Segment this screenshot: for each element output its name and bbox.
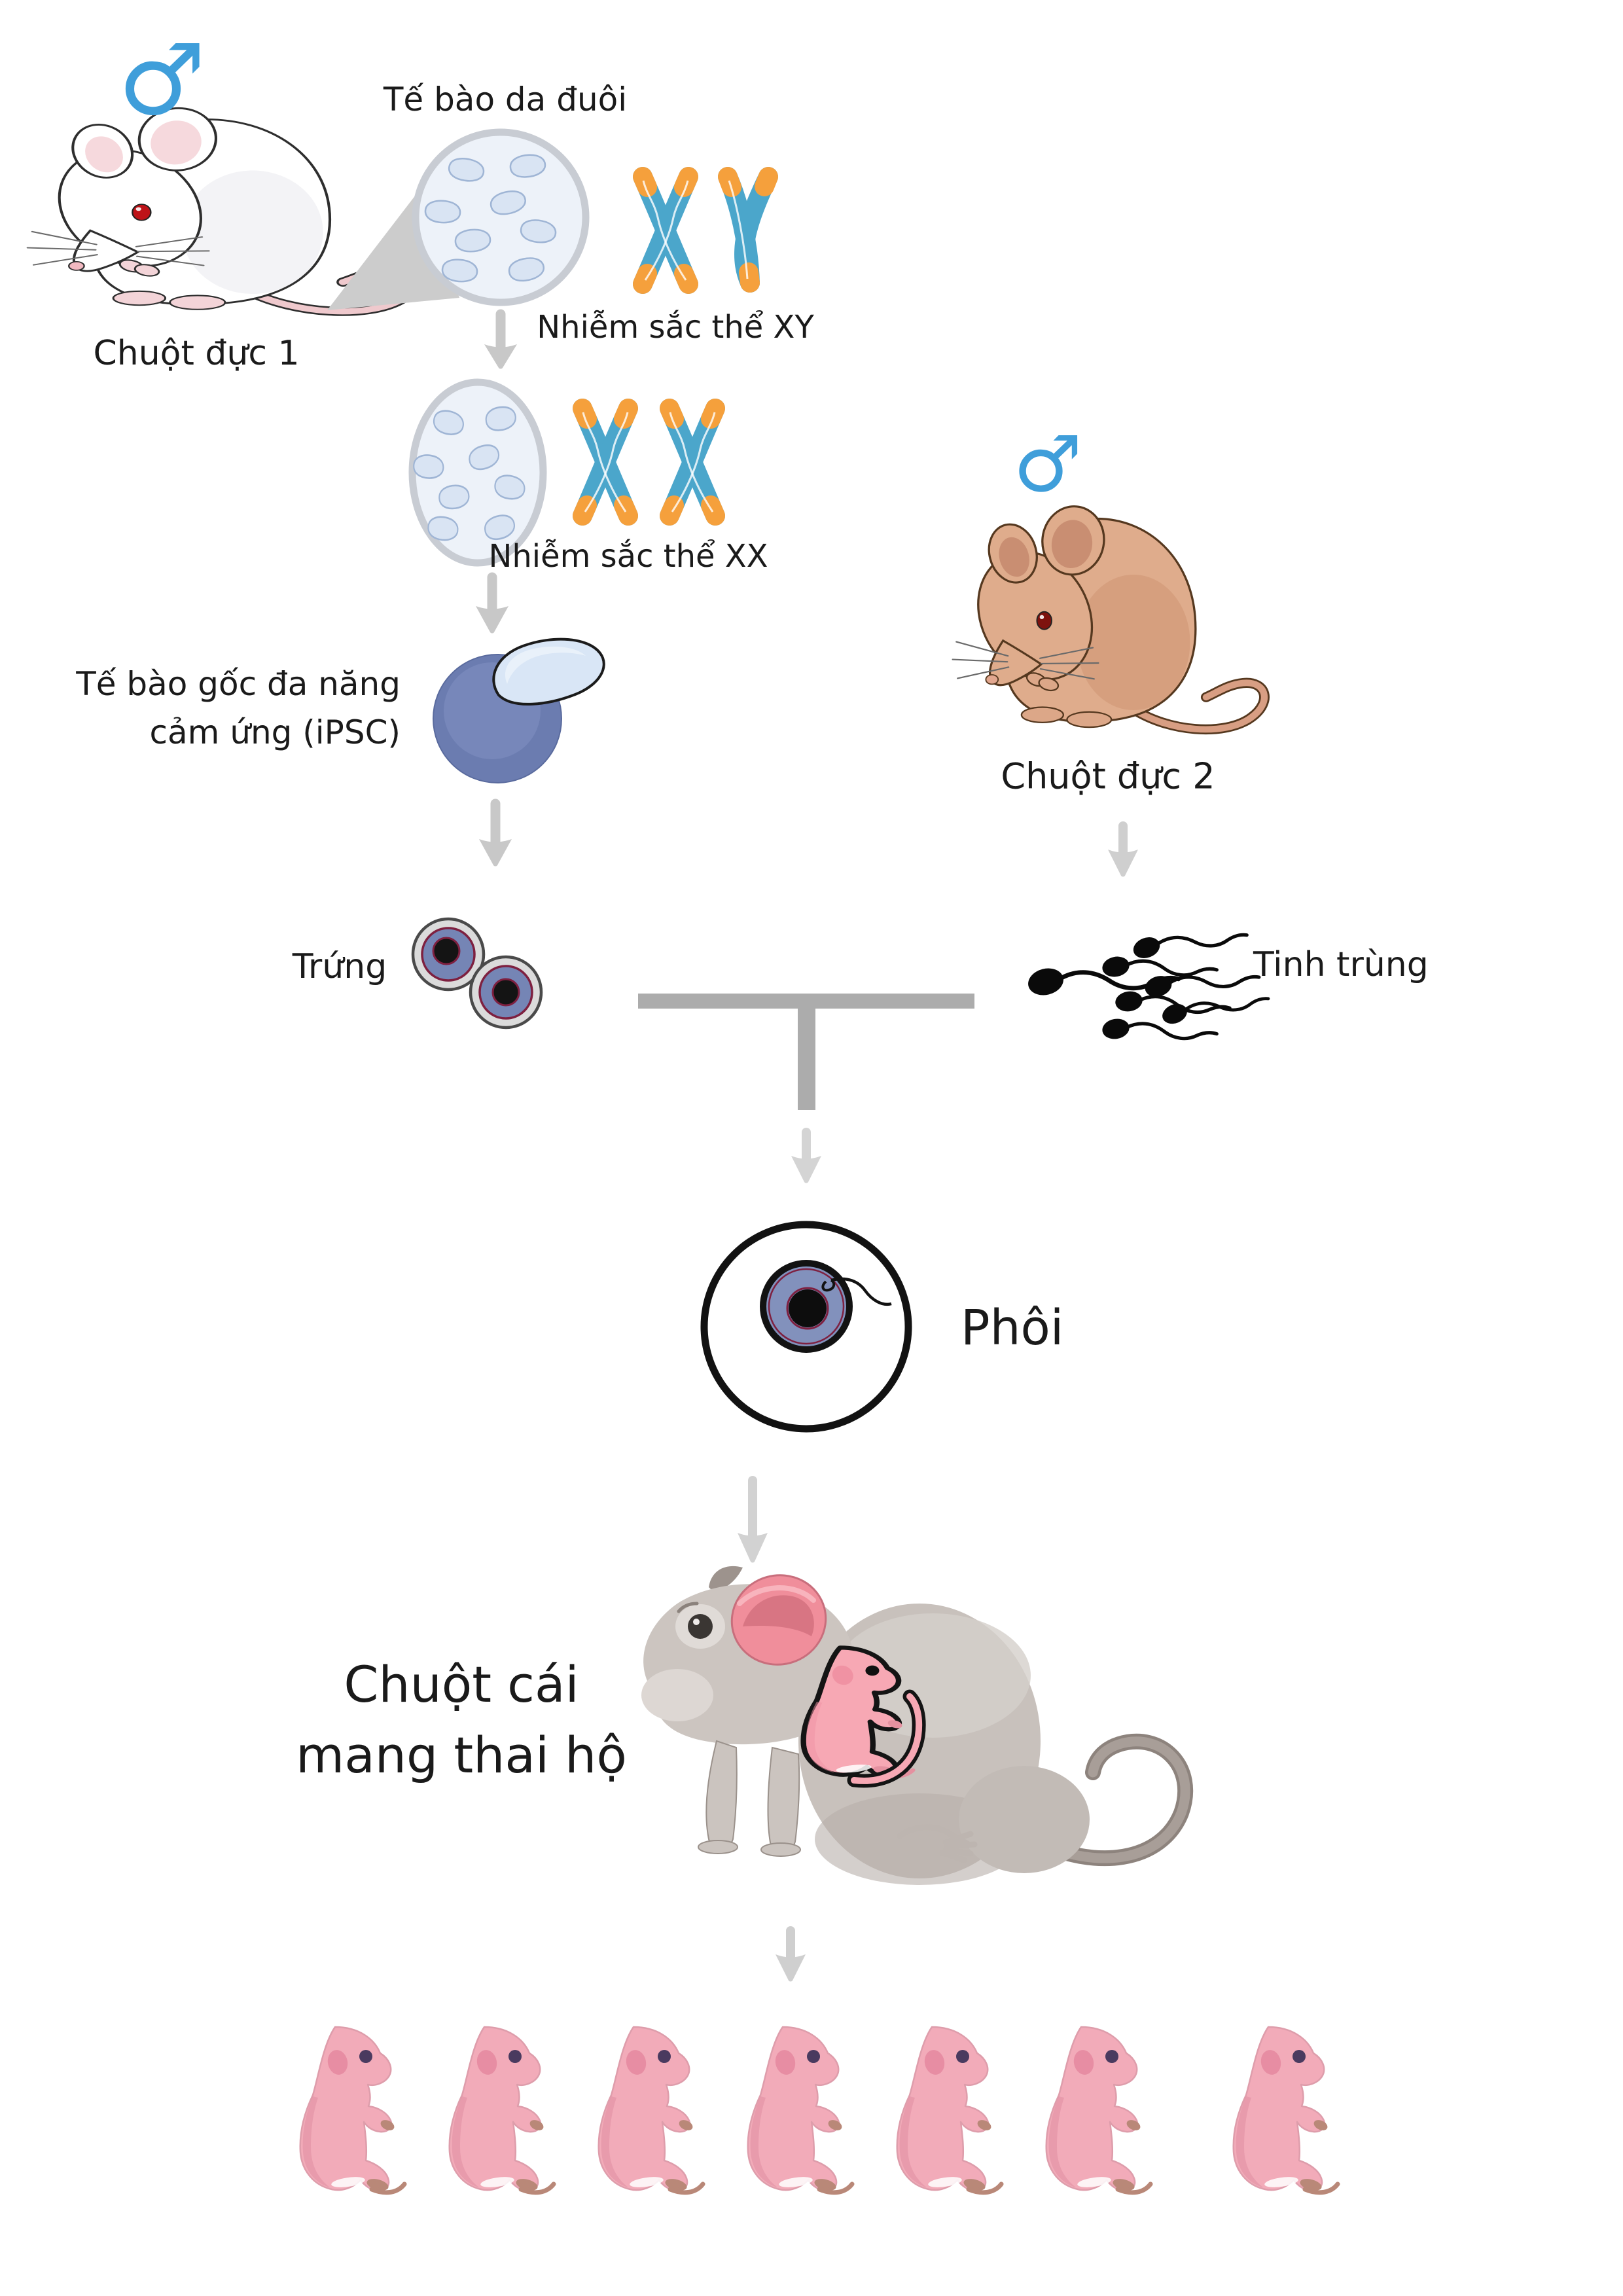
xy-chromosomes-icon — [643, 177, 768, 284]
pup-icon — [598, 2027, 703, 2193]
surrogate-label-line2: mang thai hộ — [296, 1726, 627, 1784]
pup-icon — [747, 2027, 852, 2193]
t-junction-connector — [638, 994, 974, 1110]
male-mouse-2-label: Chuột đực 2 — [1001, 755, 1215, 797]
surrogate-mouse-illustration — [641, 1566, 1193, 1885]
tan-mouse-illustration — [952, 503, 1266, 730]
pup-icon — [449, 2027, 554, 2193]
male-icon-2: ♂ — [1013, 419, 1082, 509]
arrow-down-icon — [1108, 821, 1138, 877]
surrogate-label-line1: Chuột cái — [344, 1655, 579, 1713]
ipsc-label: Tế bào gốc đa năng cảm ứng (iPSC) — [76, 660, 401, 757]
arrow-down-icon — [738, 1476, 768, 1563]
tail-skin-cells-label: Tế bào da đuôi — [383, 81, 628, 118]
sperm-cells-icon — [1026, 924, 1270, 1049]
chromosome-xy-label: Nhiễm sắc thể XY — [537, 309, 814, 346]
ipsc-label-line2: cảm ứng (iPSC) — [149, 713, 401, 751]
male-icon-1: ♂ — [118, 24, 206, 137]
chromosome-xx-label: Nhiễm sắc thể XX — [488, 538, 768, 575]
egg-label: Trứng — [292, 947, 387, 986]
embryo-icon — [700, 1221, 912, 1433]
tail-skin-cells-view — [412, 128, 590, 306]
pup-icon — [897, 2027, 1001, 2193]
embryo-label: Phôi — [961, 1300, 1064, 1356]
arrow-down-icon — [484, 309, 517, 369]
arrow-down-icon — [476, 572, 508, 634]
arrow-down-icon — [479, 798, 512, 867]
ipsc-label-line1: Tế bào gốc đa năng — [76, 665, 401, 703]
sperm-label: Tinh trùng — [1253, 945, 1429, 984]
xx-cells-view — [408, 378, 547, 567]
arrow-down-icon — [791, 1128, 821, 1183]
newborn-pups-row — [300, 2027, 1338, 2193]
surrogate-label: Chuột cái mang thai hộ — [296, 1649, 627, 1791]
pup-icon — [1233, 2027, 1338, 2193]
pup-icon — [1046, 2027, 1150, 2193]
egg-cells-icon — [411, 917, 543, 1030]
male-mouse-1-label: Chuột đực 1 — [93, 334, 300, 373]
pup-icon — [300, 2027, 404, 2193]
arrow-down-icon — [776, 1926, 806, 1982]
xx-chromosomes-icon — [582, 408, 715, 516]
ipsc-cell-icon — [433, 637, 605, 783]
